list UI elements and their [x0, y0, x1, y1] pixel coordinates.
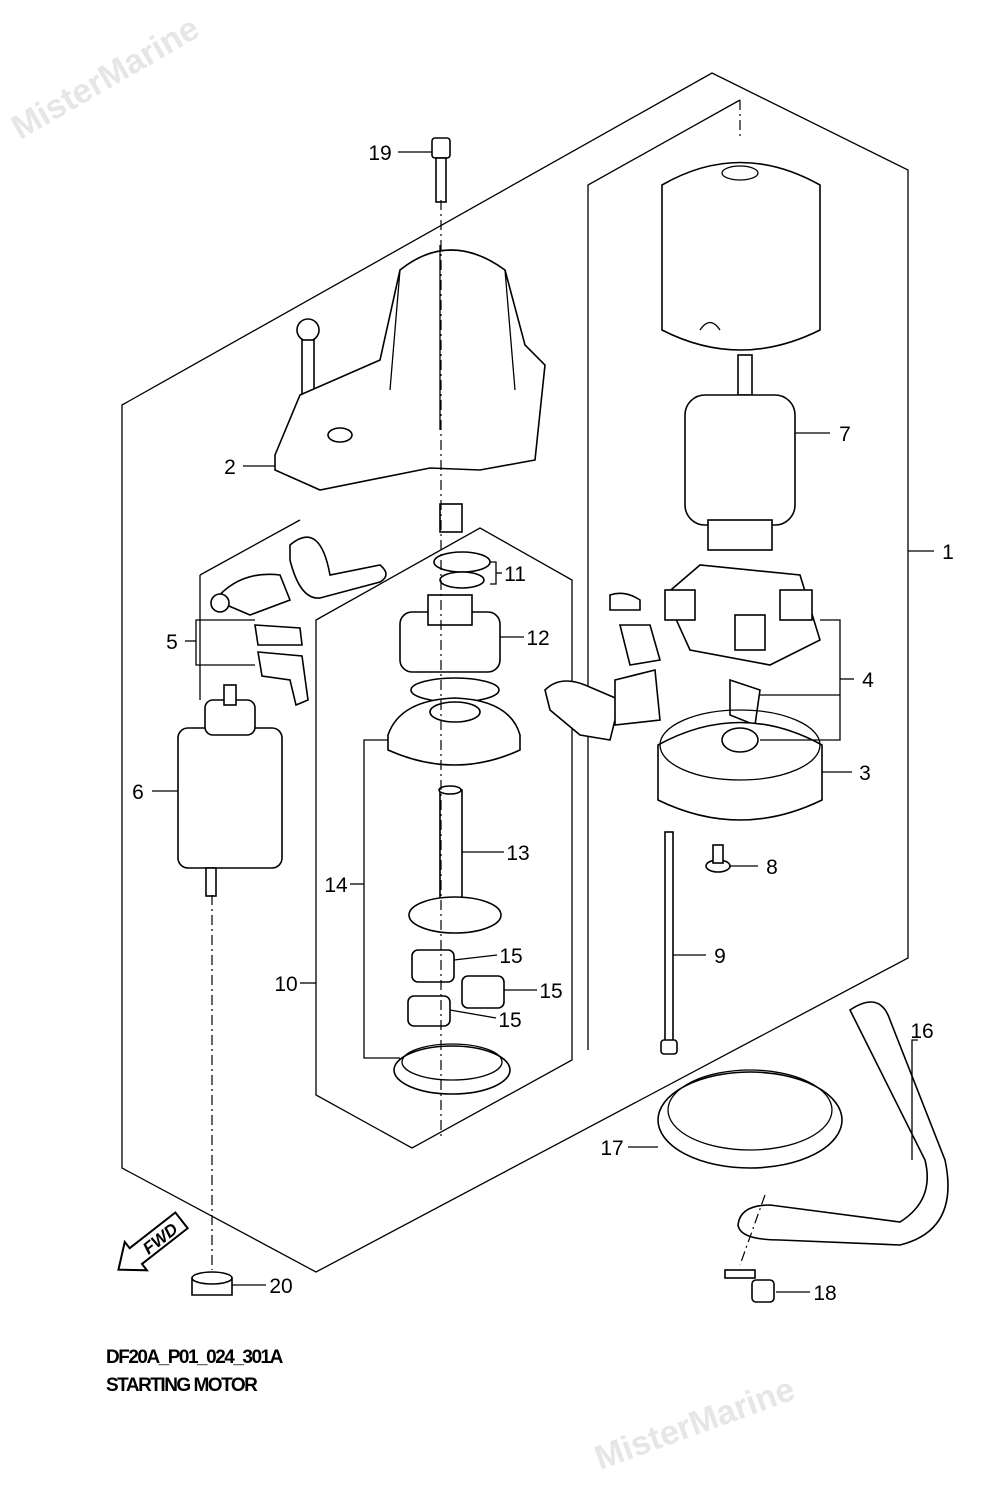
- callout-2: 2: [224, 456, 236, 479]
- bolt-screw: [296, 318, 320, 401]
- solenoid-6: [177, 684, 283, 897]
- shaft-13: [408, 785, 502, 934]
- callout-14: 14: [324, 874, 348, 897]
- brush-holder-4: [544, 564, 821, 741]
- callout-18: 18: [813, 1282, 836, 1305]
- inner-frame-10: [315, 527, 573, 1149]
- callout-4: 4: [862, 669, 874, 692]
- frame-line: [199, 519, 301, 576]
- watermark-text: MisterMarine: [5, 9, 206, 147]
- housing-2: [274, 245, 546, 491]
- callout-20: 20: [269, 1275, 292, 1298]
- pinion-12: [399, 594, 501, 703]
- callout-12: 12: [526, 627, 549, 650]
- callout-15a: 15: [499, 945, 522, 968]
- outer-assembly-frame: [121, 72, 909, 1273]
- callout-7: 7: [839, 423, 851, 446]
- armature-7: [684, 354, 796, 551]
- ring-11: [433, 551, 491, 589]
- ring-gear: [393, 1043, 511, 1095]
- callout-8: 8: [766, 856, 778, 879]
- centre-line: [739, 1194, 766, 1266]
- callout-1: 1: [942, 541, 954, 564]
- bolt-19: [431, 137, 451, 203]
- callout-10: 10: [274, 973, 297, 996]
- callout-16: 16: [910, 1020, 933, 1043]
- callout-11: 11: [504, 563, 526, 586]
- callout-15b: 15: [539, 980, 562, 1003]
- bolt-18: [724, 1269, 775, 1303]
- gears-15: [407, 949, 505, 1027]
- diagram-title: STARTING MOTOR: [106, 1375, 258, 1396]
- callout-9: 9: [714, 945, 726, 968]
- callout-13: 13: [506, 842, 529, 865]
- diagram-code: DF20A_P01_024_301A: [106, 1347, 283, 1368]
- callout-15c: 15: [498, 1009, 521, 1032]
- bushing: [439, 503, 463, 533]
- screw-8: [705, 844, 731, 873]
- through-bolt-9: [660, 831, 678, 1055]
- gear-case-14: [387, 697, 521, 766]
- end-cover-3: [657, 709, 823, 821]
- watermark-text: MisterMarine: [590, 1370, 800, 1477]
- bracket-16: [737, 1001, 949, 1246]
- callout-19: 19: [368, 142, 391, 165]
- nut-20: [191, 1271, 233, 1296]
- parts-5: [254, 624, 309, 707]
- callout-17: 17: [600, 1137, 623, 1160]
- fork-lever: [210, 536, 387, 616]
- leader-lines: [152, 151, 934, 1293]
- callout-3: 3: [859, 762, 871, 785]
- yoke-1: [661, 161, 821, 351]
- band-17: [657, 1069, 843, 1169]
- callout-6: 6: [132, 781, 144, 804]
- fwd-arrow-icon: FWD: [117, 1211, 190, 1272]
- callout-5: 5: [166, 631, 178, 654]
- frame-line: [587, 99, 741, 1050]
